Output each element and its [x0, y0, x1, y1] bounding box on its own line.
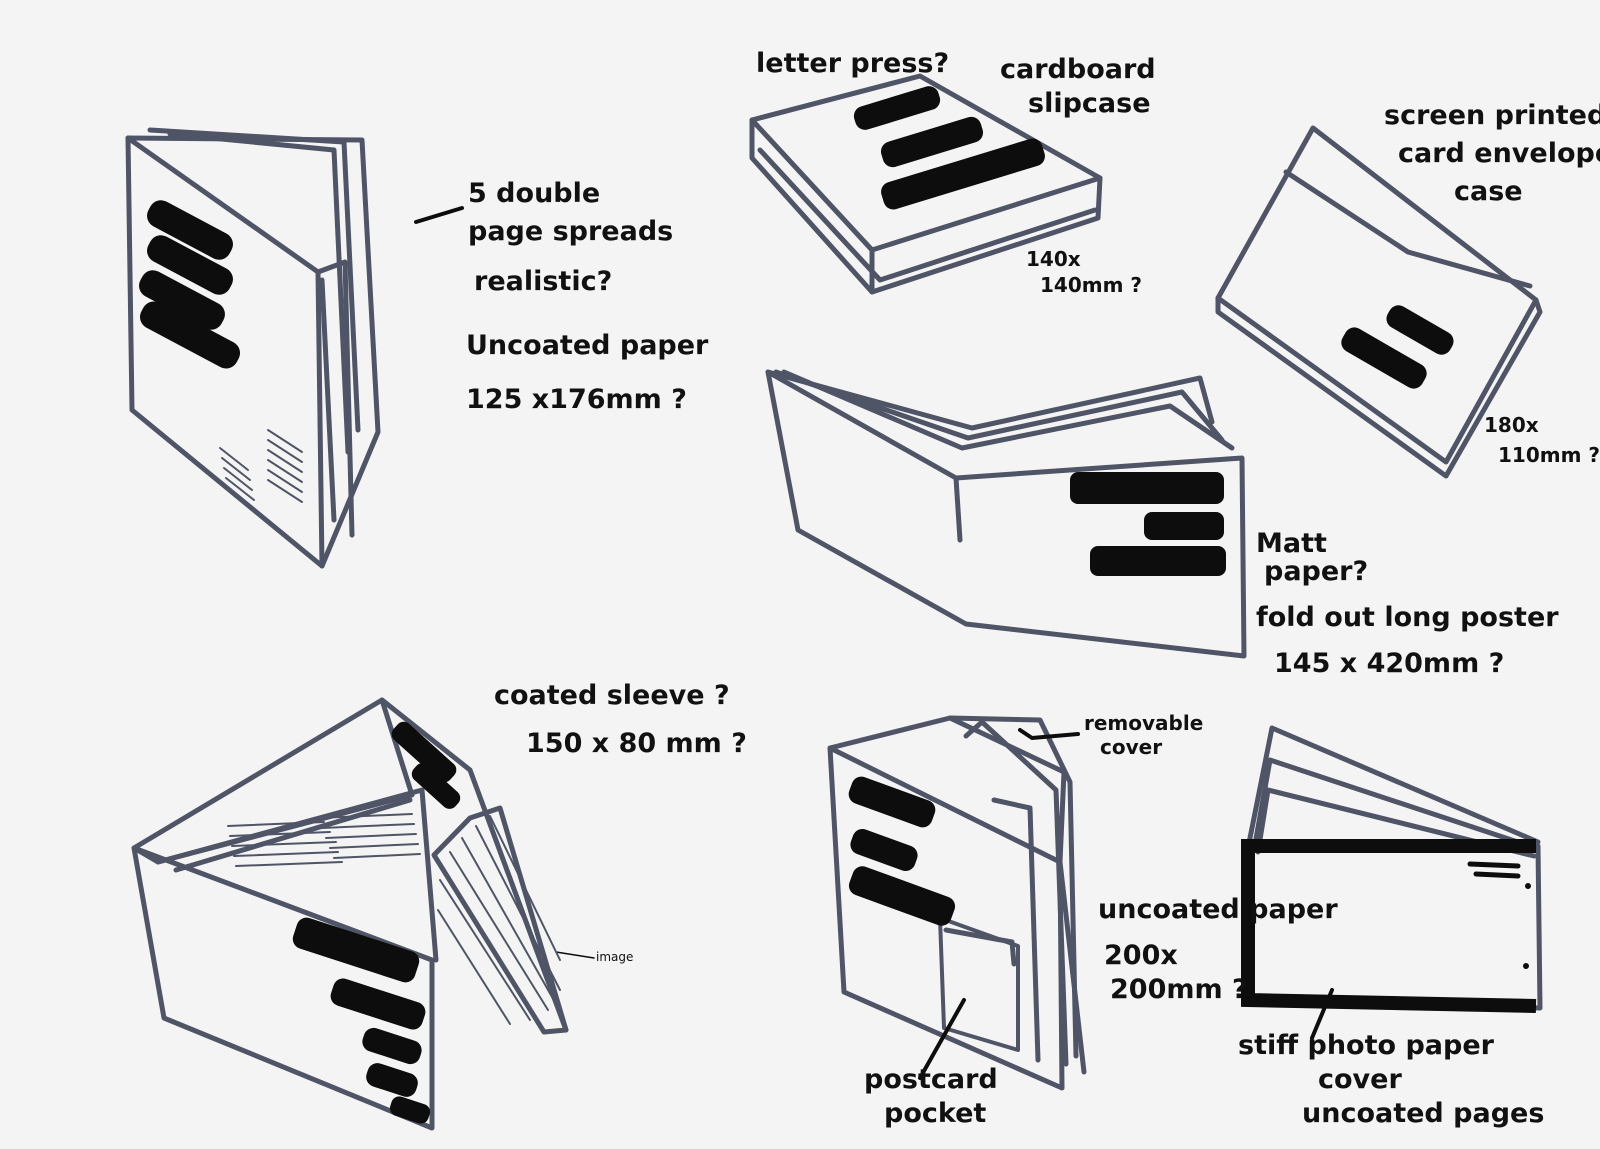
poster-note-line1: Matt [1256, 528, 1327, 559]
envelope-note-size2: 110mm ? [1498, 443, 1600, 467]
poster-note-line3: fold out long poster [1256, 602, 1559, 633]
booklet-note-line1: 5 double [468, 178, 601, 209]
poster-sketch [765, 369, 1247, 659]
booklet-note-line2: page spreads [468, 216, 674, 247]
pocketbook-note-line1: uncoated paper [1098, 894, 1338, 925]
pocketbook-note-size2: 200mm ? [1110, 974, 1248, 1005]
pocketbook-note-size1: 200x [1104, 940, 1178, 971]
poster-note-line4: 145 x 420mm ? [1274, 648, 1505, 679]
slipcase-note-line1: cardboard [1000, 54, 1156, 85]
slipcase-sketch [749, 73, 1103, 295]
booklet-note-line3: realistic? [474, 266, 613, 297]
envelope-note-line3: case [1454, 176, 1523, 207]
sleeve-note-line2: 150 x 80 mm ? [526, 728, 747, 759]
sleeve-sketch [131, 697, 569, 1131]
pocketbook-note-removable2: cover [1100, 735, 1163, 759]
title-blocks [139, 86, 1454, 1124]
slipcase-note-size2: 140mm ? [1040, 273, 1142, 297]
slipcase-note-letterpress: letter press? [756, 48, 950, 79]
photobook-note-line2: cover [1318, 1064, 1402, 1095]
sleeve-note-line1: coated sleeve ? [494, 680, 730, 711]
poster-note-line2: paper? [1264, 556, 1369, 587]
slipcase-note-line2: slipcase [1028, 88, 1151, 119]
photobook-note-line3: uncoated pages [1302, 1098, 1545, 1129]
booklet-note-line4: Uncoated paper [466, 330, 709, 361]
photobook-sketch [1245, 725, 1543, 1011]
envelope-note-line2: card envelope [1398, 138, 1600, 169]
envelope-note-size1: 180x [1484, 413, 1539, 437]
slipcase-note-size1: 140x [1026, 247, 1081, 271]
pocketbook-note-removable1: removable [1084, 711, 1204, 735]
photobook-cover-text [1467, 861, 1521, 879]
photobook-note-line1: stiff photo paper [1238, 1030, 1494, 1061]
sleeve-hatching [227, 813, 561, 1025]
pocketbook-note-postcard1: postcard [864, 1064, 998, 1095]
photobook-dots [1523, 883, 1531, 969]
pocketbook-note-postcard2: pocket [884, 1098, 987, 1129]
envelope-note-line1: screen printed? [1384, 100, 1600, 131]
photobook-cover-frame [1241, 839, 1537, 1013]
envelope-sketch [1215, 125, 1543, 479]
sleeve-note-image-label: image [596, 950, 634, 964]
booklet-note-line5: 125 x176mm ? [466, 384, 687, 415]
pocketbook-sketch [827, 715, 1087, 1091]
booklet-hatching [219, 429, 303, 503]
booklet-sketch [125, 127, 381, 569]
